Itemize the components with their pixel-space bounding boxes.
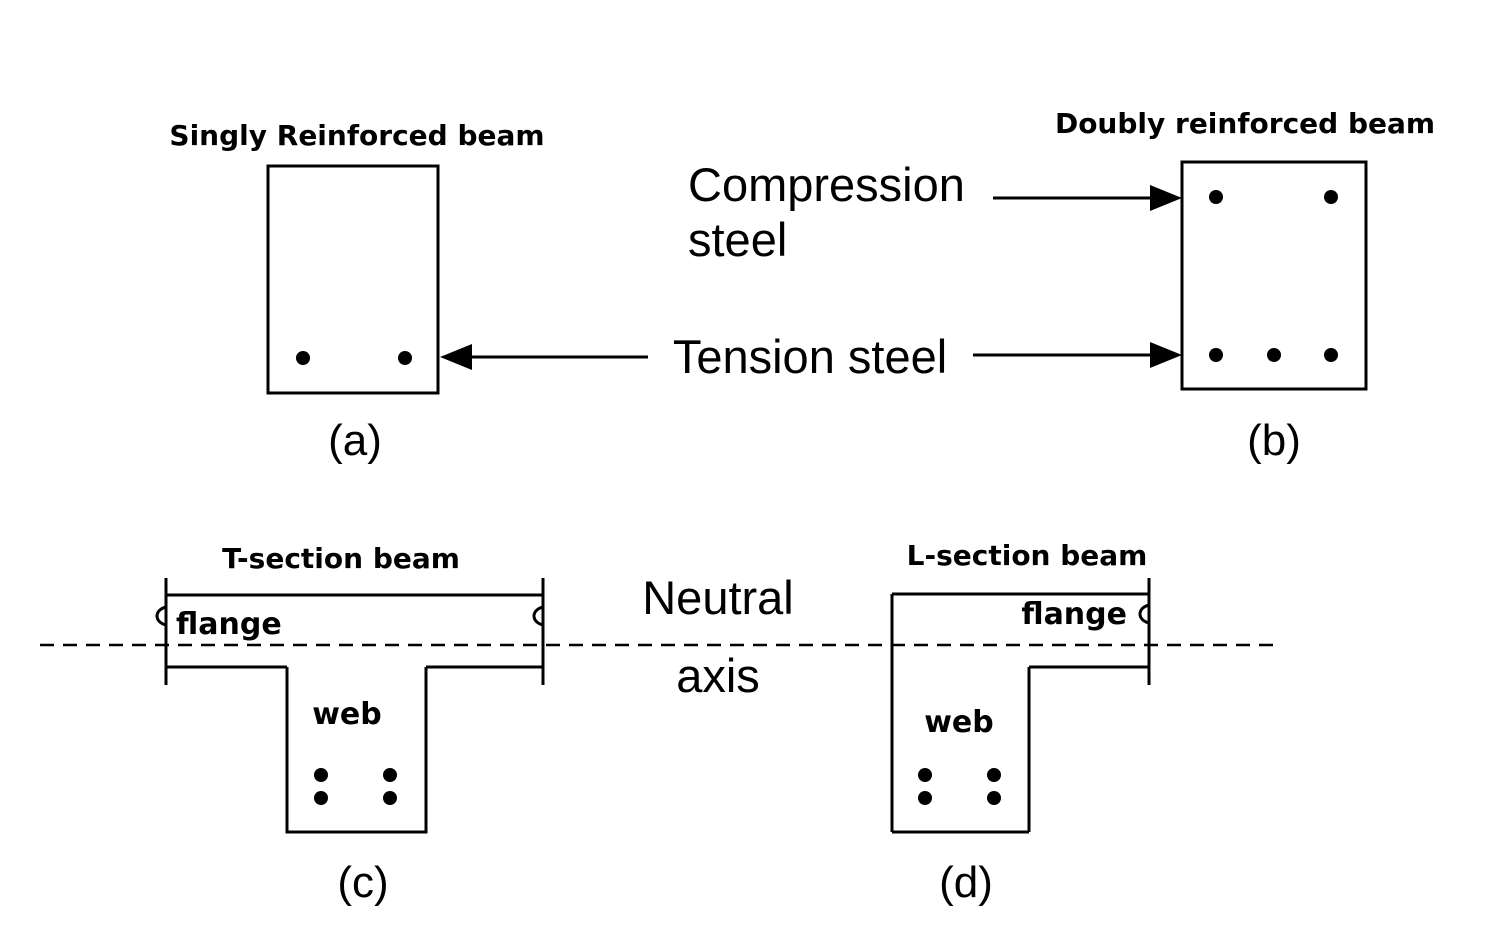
t-web-bar	[314, 768, 328, 782]
l-web-bar	[987, 791, 1001, 805]
t-flange-label: flange	[176, 607, 282, 642]
compression-steel-label-line1: Compression	[688, 158, 965, 211]
caption-a: (a)	[328, 416, 382, 465]
tension-arrow-right	[973, 342, 1182, 368]
l-section-title: L-section beam	[907, 539, 1148, 572]
singly-reinforced-title: Singly Reinforced beam	[169, 119, 544, 152]
t-section-title: T-section beam	[222, 542, 460, 575]
compression-steel-label-line2: steel	[688, 213, 787, 266]
doubly-reinforced-title: Doubly reinforced beam	[1055, 107, 1435, 140]
caption-b: (b)	[1247, 416, 1301, 465]
caption-c: (c)	[337, 858, 388, 907]
tension-arrow-left	[440, 344, 648, 370]
l-web-bar	[918, 791, 932, 805]
caption-d: (d)	[939, 858, 993, 907]
l-flange-label: flange	[1021, 597, 1127, 632]
t-web-bar	[383, 768, 397, 782]
l-web-label: web	[924, 705, 994, 740]
l-web-bar	[987, 768, 1001, 782]
l-section-outline	[890, 578, 1151, 834]
neutral-axis-label-line2: axis	[676, 649, 760, 702]
t-web-bar	[314, 791, 328, 805]
tension-bar	[1324, 348, 1338, 362]
compression-bar	[1324, 190, 1338, 204]
tension-bar	[398, 351, 412, 365]
t-section-outline	[155, 578, 545, 834]
compression-arrow	[993, 185, 1182, 211]
singly-beam-section	[266, 164, 440, 395]
tension-steel-label: Tension steel	[673, 330, 947, 383]
t-web-label: web	[312, 697, 382, 732]
compression-bar	[1209, 190, 1223, 204]
tension-bar	[1209, 348, 1223, 362]
l-web-bar	[918, 768, 932, 782]
tension-bar	[296, 351, 310, 365]
doubly-beam-section	[1180, 160, 1368, 391]
tension-bar	[1267, 348, 1281, 362]
t-web-bar	[383, 791, 397, 805]
neutral-axis-label-line1: Neutral	[642, 571, 794, 624]
